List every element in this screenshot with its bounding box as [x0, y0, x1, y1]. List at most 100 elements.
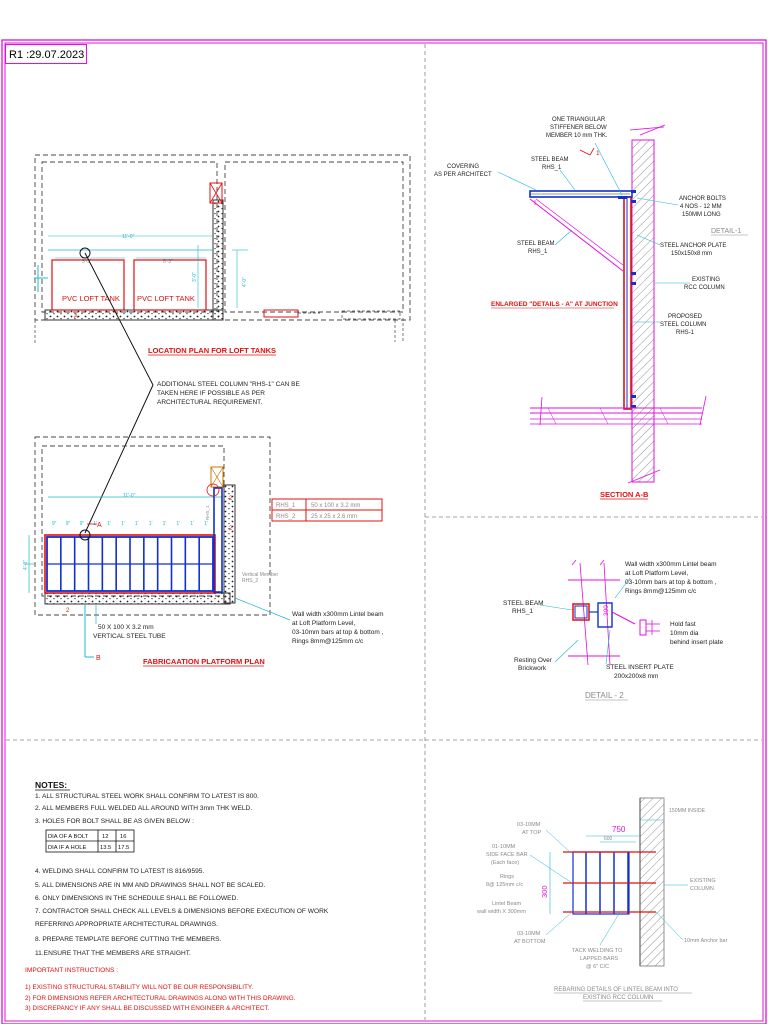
rebar-existing-line-2: COLUMN — [690, 886, 714, 892]
fab-spacing-label: 9" — [66, 521, 71, 527]
hold-fast-line-1: Hold fast — [670, 621, 696, 628]
anchor-bolts-line-1: ANCHOR BOLTS — [679, 196, 726, 202]
rings-line-2: 8@ 125mm c/c — [486, 882, 523, 888]
rhs-2-size: 25 x 25 x 2.6 mm — [311, 514, 357, 520]
fab-ref-2-top: 2 — [229, 496, 233, 502]
anchor-bar-label: 10mm Anchor bar — [684, 938, 728, 944]
detail-2-title: DETAIL - 2 — [585, 691, 624, 700]
side-bars-line-2: SIDE FACE BAR — [486, 852, 528, 858]
fab-ref-2-bottom: 2 — [66, 608, 70, 614]
covering-line-1: COVERING — [447, 164, 479, 170]
outer-frame — [1, 39, 767, 1024]
d2-lintel-note-2: at Loft Platform Level, — [625, 570, 688, 577]
fab-spacing-label: 1' — [149, 521, 153, 527]
column-leader — [84, 252, 154, 386]
tack-line-3: @ 6" C/C — [586, 964, 609, 970]
d2-beam-line-1: STEEL BEAM — [503, 600, 544, 607]
notes-heading: NOTES: — [35, 780, 67, 790]
rebar-title-line-1: REBARING DETAILS OF LINTEL BEAM INTO — [554, 987, 678, 993]
top-bars-line-2: AT TOP — [522, 830, 541, 836]
bottom-bars-line-2: AT BOTTOM — [514, 939, 546, 945]
rings-line-1: Rings — [500, 874, 514, 880]
fab-spacing-label: 1' — [190, 521, 194, 527]
tube-note-line-2: VERTICAL STEEL TUBE — [93, 633, 166, 640]
tack-line-2: LAPPED BARS — [580, 956, 619, 962]
rebar-dim-300: 300 — [540, 885, 549, 898]
covering-line-2: AS PER ARCHITECT — [434, 172, 492, 178]
d2-lintel-note-3: 03-10mm bars at top & bottom , — [625, 579, 717, 586]
resting-line-1: Resting Over — [514, 657, 553, 664]
note-2: 2. ALL MEMBERS FULL WELDED ALL AROUND WI… — [35, 805, 252, 812]
column-note-line-1: ADDITIONAL STEEL COLUMN "RHS-1" CAN BE — [157, 381, 300, 388]
existing-col-line-1: EXISTING — [692, 277, 720, 283]
hold-fast-line-3: behind insert plate — [670, 639, 724, 646]
rhs-table: RHS_1 50 x 100 x 3.2 mm RHS_2 25 x 25 x … — [271, 498, 383, 522]
section-ab-title: SECTION A-B — [600, 490, 649, 499]
note-7: 7. CONTRACTOR SHALL CHECK ALL LEVELS & D… — [35, 908, 329, 915]
lintel-line-2: wall width X 300mm — [476, 909, 526, 915]
fab-dim-overall: 11'-0" — [123, 493, 136, 499]
detail-1-label: DETAIL-1 — [711, 228, 741, 235]
insert-plate-line-1: STEEL INSERT PLATE — [606, 664, 674, 671]
rebar-existing-line-1: EXISTING — [690, 878, 716, 884]
fab-spacing-label: 1' — [176, 521, 180, 527]
proposed-col-line-2: STEEL COLUMN — [660, 322, 706, 328]
important-3: 3) DISCREPANCY IF ANY SHALL BE DISCUSSED… — [25, 1005, 270, 1012]
rhs-1-size: 50 x 100 x 3.2 mm — [311, 503, 360, 509]
fab-spacing-label: 1' — [107, 521, 111, 527]
d2-lintel-note-4: Rings 8mm@125mm c/c — [625, 588, 697, 595]
bolt-table-r2-c1: DIA IF A HOLE — [48, 845, 86, 851]
top-bars-line-1: 03-10MM — [517, 822, 541, 828]
section-marker-1: 1 — [596, 150, 600, 157]
lintel-line-1: Lintel Beam — [492, 901, 521, 907]
stiffener-line-3: MEMBER 10 mm THK. — [546, 133, 608, 139]
bottom-bars-line-1: 03-10MM — [517, 931, 541, 937]
section-ab: 1 ONE TRIANGULAR STIFFENER BELOW MEMBER … — [434, 117, 748, 500]
fab-lintel-note-2: at Loft Platform Level, — [292, 620, 355, 627]
vertical-member-rhs: RHS_2 — [242, 578, 258, 584]
tank-2-label: PVC LOFT TANK — [137, 294, 195, 303]
beam-top-line-2: RHS_1 — [542, 165, 562, 171]
bolt-table-r2-c2: 13.5 — [100, 845, 111, 851]
hold-fast-line-2: 10mm dia — [670, 630, 699, 637]
anchor-plate-line-1: STEEL ANCHOR PLATE — [660, 243, 726, 249]
fab-lintel-note-3: 03-10mm bars at top & bottom , — [292, 629, 384, 636]
location-dim-tank-1: 5'-3" — [82, 259, 92, 265]
anchor-bolts-line-2: 4 NOS - 12 MM — [680, 204, 722, 210]
rebar-title-line-2: EXISTING RCC COLUMN — [583, 995, 653, 1001]
column-note-line-3: ARCHITECTURAL REQUIREMENT. — [157, 399, 262, 406]
detail-a-title: ENLARGED "DETAILS - A" AT JUNCTION — [491, 301, 618, 308]
inner-frame — [4, 42, 764, 1022]
location-marker-a: A — [74, 314, 78, 320]
fab-dim-height: 4'-0" — [23, 560, 29, 570]
side-bars-line-3: (Each face) — [491, 860, 519, 866]
note-6: 6. ONLY DIMENSIONS IN THE SCHEDULE SHALL… — [35, 895, 238, 902]
d2-lintel-note-1: Wall width x300mm Lintel beam — [625, 561, 717, 568]
notes-section: NOTES: 1. ALL STRUCTURAL STEEL WORK SHAL… — [25, 780, 329, 1012]
location-dim-tank-2: 5'-3" — [163, 259, 173, 265]
fab-rhs-label: RHS_1 — [205, 505, 210, 520]
tack-line-1: TACK WELDING TO — [572, 948, 623, 954]
location-plan-title: LOCATION PLAN FOR LOFT TANKS — [148, 346, 276, 355]
fab-spacing-label: 1' — [163, 521, 167, 527]
fab-lintel-note-1: Wall width x300mm Lintel beam — [292, 611, 384, 618]
rebar-inside: 150MM INSIDE — [669, 808, 706, 814]
existing-col-line-2: RCC COLUMN — [684, 285, 725, 291]
location-dim-overall: 11'-0" — [122, 234, 135, 240]
bolt-table-r2-c3: 17.5 — [118, 845, 129, 851]
note-8: 8. PREPARE TEMPLATE BEFORE CUTTING THE M… — [35, 936, 222, 943]
note-3: 3. HOLES FOR BOLT SHALL BE AS GIVEN BELO… — [35, 818, 194, 825]
important-heading: IMPORTANT INSTRUCTIONS : — [25, 967, 118, 974]
tube-note-line-1: 50 X 100 X 3.2 mm — [98, 624, 154, 631]
important-2: 2) FOR DIMENSIONS REFER ARCHITECTURAL DR… — [25, 995, 296, 1002]
bolt-table-r1-c2: 12 — [102, 834, 108, 840]
bolt-table-r1-c1: DIA OF A BOLT — [48, 834, 89, 840]
important-1: 1) EXISTING STRUCTURAL STABILITY WILL NO… — [25, 984, 253, 991]
rebar-detail: 750 600 150MM INSIDE 300 03-10MM AT TOP … — [476, 797, 728, 1002]
fab-spacing-label: 1' — [135, 521, 139, 527]
detail-2-dim-300: 300 — [603, 605, 610, 616]
anchor-bolts-line-3: 150MM LONG — [682, 212, 721, 218]
fab-spacing-label: 9" — [52, 521, 57, 527]
anchor-plate-line-2: 150x150x8 mm — [671, 251, 712, 257]
fab-lintel-note-4: Rings 8mm@125mm c/c — [292, 638, 364, 645]
